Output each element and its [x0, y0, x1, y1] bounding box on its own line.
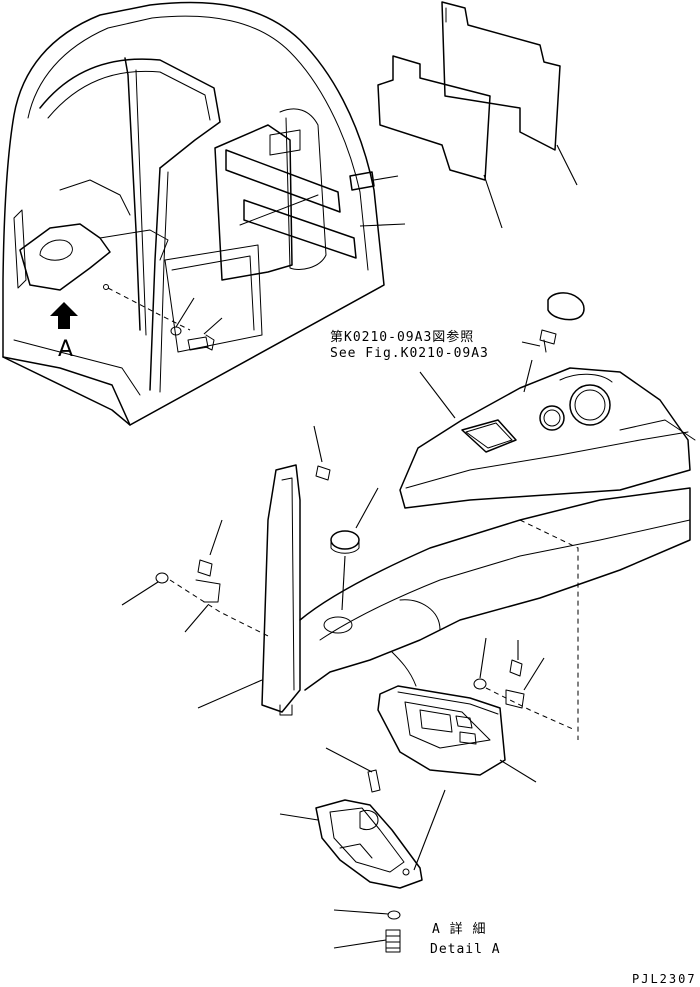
side-console [399, 367, 696, 740]
cab-bolt [170, 297, 223, 351]
right-bracket [473, 637, 576, 731]
detail-label-en: Detail A [430, 942, 501, 957]
reference-note-jp: 第K0210-09A3図参照 [330, 330, 475, 345]
cap-and-screw [521, 292, 585, 393]
up-arrow-icon [50, 302, 78, 329]
left-bracket [121, 519, 269, 709]
detail-label-jp: A 詳 細 [432, 922, 487, 937]
cab-frame [2, 1, 385, 426]
floor-track [261, 425, 691, 716]
reference-note-en: See Fig.K0210-09A3 [330, 346, 489, 361]
view-marker-label: A [58, 337, 74, 362]
insulation-panels [349, 1, 578, 229]
monitor-panel [377, 651, 537, 783]
drawing-code: PJL2307 [632, 972, 697, 986]
mounting-bracket [279, 747, 446, 953]
